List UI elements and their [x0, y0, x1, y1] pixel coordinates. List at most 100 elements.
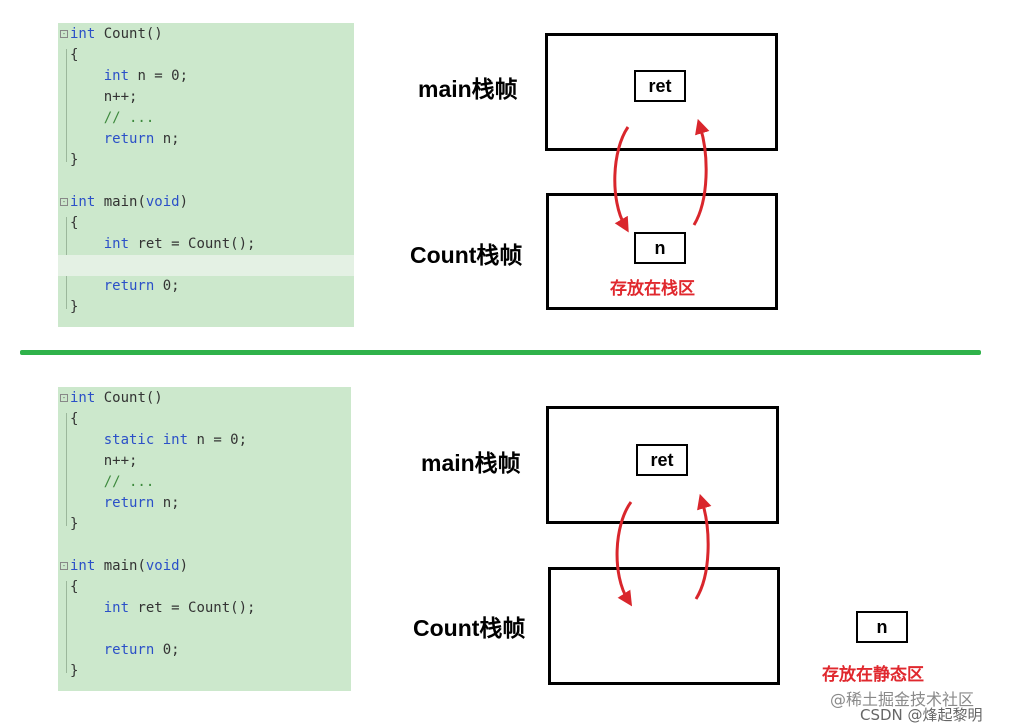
code-line: int ret = Count(); — [58, 598, 351, 619]
code-token: 0; — [154, 642, 180, 658]
fold-toggle-icon[interactable]: - — [60, 394, 68, 402]
storage-note-bottom: 存放在静态区 — [822, 665, 924, 684]
ret-variable-bottom: ret — [636, 444, 688, 476]
code-text: int Count() — [70, 24, 163, 45]
code-line: -int main(void) — [58, 556, 351, 577]
code-text: return n; — [70, 493, 180, 514]
code-text: { — [70, 45, 78, 66]
code-text: int ret = Count(); — [70, 234, 256, 255]
code-token: ret = Count(); — [129, 600, 256, 616]
code-line: } — [58, 297, 354, 318]
code-text: int n = 0; — [70, 66, 188, 87]
code-text: n++; — [70, 451, 138, 472]
fold-toggle-icon[interactable]: - — [60, 30, 68, 38]
code-text: } — [70, 514, 78, 535]
storage-note-top: 存放在栈区 — [610, 279, 695, 298]
code-line: { — [58, 213, 354, 234]
indent-guide — [66, 49, 67, 162]
indent-guide — [66, 581, 67, 673]
code-keyword: void — [145, 194, 180, 210]
call-arrow-down-top — [613, 126, 630, 233]
code-text: return n; — [70, 129, 180, 150]
code-token: n = 0; — [188, 432, 248, 448]
code-line: { — [58, 409, 351, 430]
fold-toggle-icon[interactable]: - — [60, 198, 68, 206]
code-line: } — [58, 514, 351, 535]
code-line: -int Count() — [58, 24, 354, 45]
code-text: } — [70, 297, 78, 318]
code-comment: // ... — [103, 110, 155, 126]
indent-guide — [66, 413, 67, 526]
code-line: int n = 0; — [58, 66, 354, 87]
code-token: } — [70, 152, 79, 168]
code-text: return 0; — [70, 640, 180, 661]
code-line: return n; — [58, 493, 351, 514]
code-line: return n; — [58, 129, 354, 150]
code-line: // ... — [58, 472, 351, 493]
code-keyword: return — [103, 131, 155, 147]
code-keyword: return — [103, 278, 155, 294]
n-variable-bottom: n — [856, 611, 908, 643]
code-keyword: int — [103, 600, 130, 616]
return-arrow-up-bottom — [694, 493, 712, 600]
code-token: ) — [179, 194, 189, 210]
code-text: { — [70, 213, 78, 234]
call-arrow-down-bottom — [615, 501, 633, 607]
code-token: } — [70, 299, 79, 315]
code-token: Count() — [95, 26, 163, 42]
code-text: int main(void) — [70, 192, 188, 213]
watermark-juejin: @稀土掘金技术社区 — [830, 690, 975, 709]
code-keyword: void — [145, 558, 180, 574]
section-divider — [20, 350, 981, 355]
code-token: 0; — [154, 278, 180, 294]
code-line: -int main(void) — [58, 192, 354, 213]
code-token: main( — [95, 558, 146, 574]
code-line: } — [58, 661, 351, 682]
code-token: n++; — [70, 89, 138, 105]
code-line: static int n = 0; — [58, 430, 351, 451]
code-text: { — [70, 409, 78, 430]
count-frame-label-top: Count栈帧 — [410, 242, 523, 268]
code-line: { — [58, 577, 351, 598]
code-text: // ... — [70, 108, 155, 129]
code-text: return 0; — [70, 276, 180, 297]
code-line: return 0; — [58, 276, 354, 297]
code-text: // ... — [70, 472, 155, 493]
code-text: { — [70, 577, 78, 598]
main-frame-label-bottom: main栈帧 — [421, 450, 521, 476]
count-frame-label-bottom: Count栈帧 — [413, 615, 526, 641]
code-text: static int n = 0; — [70, 430, 247, 451]
ret-variable-top: ret — [634, 70, 686, 102]
code-panel-top: -int Count(){ int n = 0; n++; // ... ret… — [58, 23, 354, 327]
code-line: // ... — [58, 108, 354, 129]
code-token: { — [70, 47, 79, 63]
code-line: { — [58, 45, 354, 66]
code-keyword: static — [103, 432, 155, 448]
code-keyword: int — [103, 236, 130, 252]
code-token: ret = Count(); — [129, 236, 256, 252]
main-stack-frame-bottom — [546, 406, 779, 524]
code-text: } — [70, 150, 78, 171]
fold-toggle-icon[interactable]: - — [60, 562, 68, 570]
watermark-csdn: CSDN @烽起黎明 — [860, 706, 983, 724]
code-keyword: int — [103, 68, 130, 84]
code-text: n++; — [70, 87, 138, 108]
code-text: int main(void) — [70, 556, 188, 577]
code-line — [58, 255, 354, 276]
code-token: n = 0; — [129, 68, 189, 84]
code-line: return 0; — [58, 640, 351, 661]
code-token: { — [70, 411, 79, 427]
code-keyword: int — [70, 390, 96, 406]
code-token: { — [70, 215, 79, 231]
code-token: ) — [179, 558, 189, 574]
code-text: int Count() — [70, 388, 163, 409]
main-frame-label-top: main栈帧 — [418, 76, 518, 102]
code-token: Count() — [95, 390, 163, 406]
code-line: int ret = Count(); — [58, 234, 354, 255]
return-arrow-up-top — [692, 118, 710, 226]
code-line: -int Count() — [58, 388, 351, 409]
code-token: n++; — [70, 453, 138, 469]
code-keyword: return — [103, 642, 155, 658]
code-line: n++; — [58, 87, 354, 108]
